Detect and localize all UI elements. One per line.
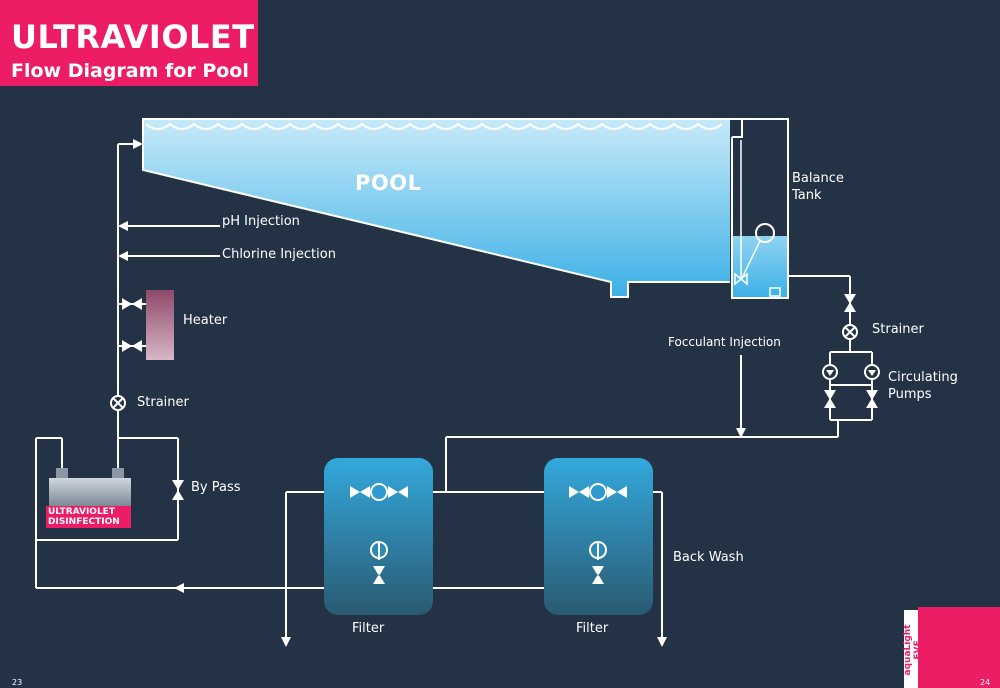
balance-tank — [730, 118, 789, 299]
ph-injection-label: pH Injection — [222, 214, 300, 229]
pool — [142, 118, 730, 298]
diagram-title: ULTRAVIOLET — [11, 18, 255, 56]
flocculant-injection-label: Focculant Injection — [668, 335, 781, 349]
title-banner: ULTRAVIOLET Flow Diagram for Pool — [0, 0, 258, 86]
filter-1-vessel — [324, 458, 433, 615]
pipework — [35, 139, 873, 647]
pool-label: POOL — [355, 171, 422, 195]
filter-2-vessel — [544, 458, 653, 615]
strainer-left — [110, 395, 126, 411]
filter-2-valves — [569, 483, 627, 584]
heater-valves — [122, 298, 142, 352]
strainer-left-label: Strainer — [137, 395, 189, 410]
page-number-left: 23 — [12, 678, 23, 687]
bypass-valve — [172, 480, 184, 500]
page-number-right: 24 — [980, 678, 991, 687]
heater — [146, 290, 174, 360]
heater-label: Heater — [183, 313, 228, 328]
circulating-pumps — [822, 364, 880, 408]
balance-tank-label: Balance Tank — [792, 171, 844, 203]
uv-unit — [49, 468, 131, 506]
diagram-subtitle: Flow Diagram for Pool — [11, 60, 249, 82]
by-pass-label: By Pass — [191, 480, 241, 495]
back-wash-label: Back Wash — [673, 550, 744, 565]
filter-1-valves — [350, 483, 408, 584]
pump-inlet-valve — [844, 294, 856, 312]
filter-2-label: Filter — [576, 621, 609, 636]
filter-1-label: Filter — [352, 621, 385, 636]
corner-accent — [918, 607, 1000, 688]
chlorine-injection-label: Chlorine Injection — [222, 247, 336, 262]
strainer-right — [842, 324, 858, 340]
circulating-pumps-label: Circulating Pumps — [888, 370, 958, 402]
strainer-right-label: Strainer — [872, 322, 924, 337]
brand-strip — [904, 610, 918, 688]
uv-disinfection-label: ULTRAVIOLET DISINFECTION — [46, 506, 131, 528]
